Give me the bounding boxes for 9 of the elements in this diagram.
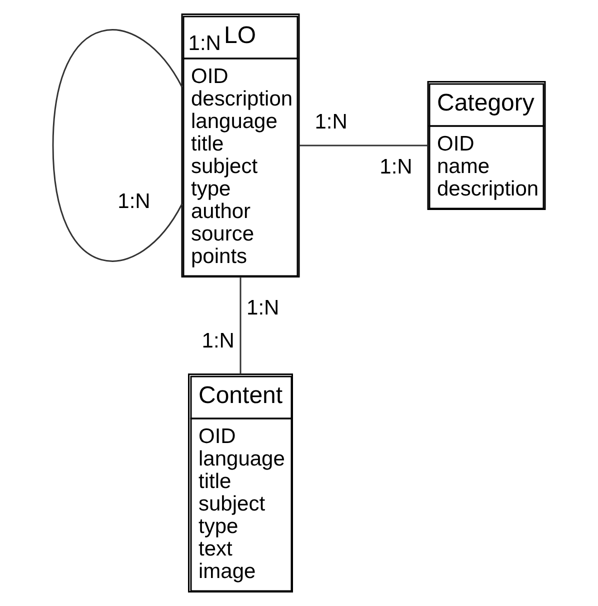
connector	[299, 144, 428, 146]
label: 1:N	[202, 330, 234, 353]
connector	[240, 276, 242, 374]
edge-label: 1:N	[246, 296, 280, 320]
label: 1:N	[380, 155, 412, 178]
edge-label: 1:N	[188, 32, 221, 56]
connector	[52, 30, 183, 262]
edge-label: 1:N	[314, 110, 348, 134]
label: 1:N	[118, 190, 150, 213]
